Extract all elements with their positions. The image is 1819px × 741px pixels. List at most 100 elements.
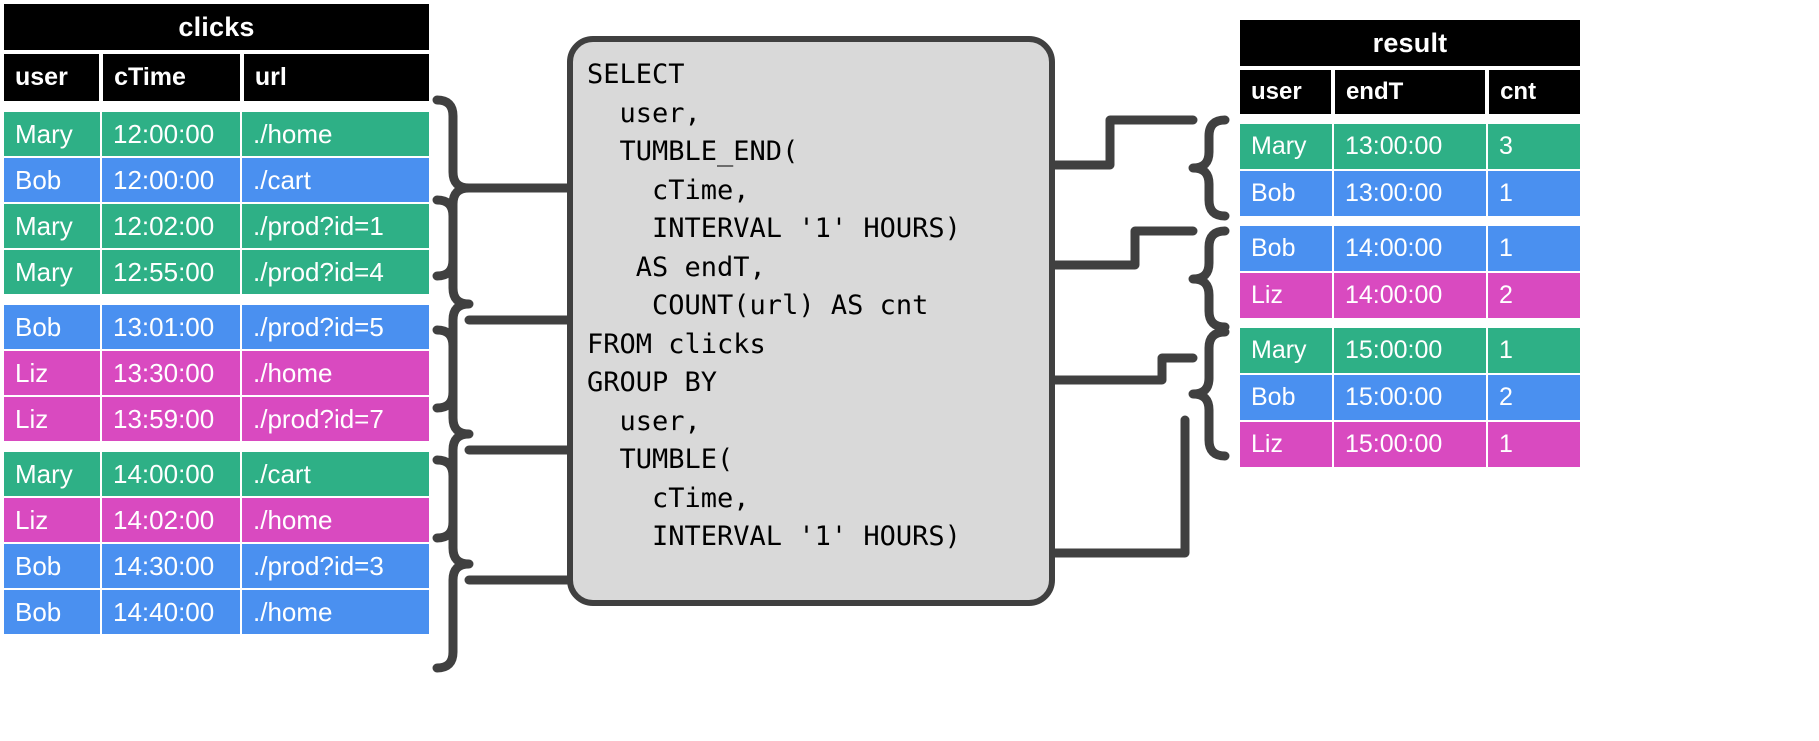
cell-cnt: 2 xyxy=(1488,273,1580,318)
result-header-cnt: cnt xyxy=(1489,70,1581,114)
cell-url: ./prod?id=5 xyxy=(242,305,429,349)
cell-endt: 13:00:00 xyxy=(1334,124,1486,169)
table-row: Liz 14:02:00 ./home xyxy=(4,498,429,542)
cell-ctime: 13:59:00 xyxy=(102,397,240,441)
result-table-title: result xyxy=(1240,20,1580,66)
cell-url: ./prod?id=7 xyxy=(242,397,429,441)
cell-url: ./home xyxy=(242,112,429,156)
table-row: Mary 13:00:00 3 xyxy=(1240,124,1580,169)
cell-ctime: 12:55:00 xyxy=(102,250,240,294)
table-row: Mary 12:02:00 ./prod?id=1 xyxy=(4,204,429,248)
clicks-table-title: clicks xyxy=(4,4,429,50)
cell-user: Liz xyxy=(1240,273,1332,318)
cell-user: Liz xyxy=(4,351,100,395)
clicks-header-row: user cTime url xyxy=(4,54,429,101)
result-table: result user endT cnt Mary 13:00:00 3 Bob… xyxy=(1240,20,1581,467)
cell-ctime: 12:02:00 xyxy=(102,204,240,248)
cell-cnt: 1 xyxy=(1488,171,1580,216)
cell-user: Liz xyxy=(1240,422,1332,467)
table-row: Liz 13:59:00 ./prod?id=7 xyxy=(4,397,429,441)
cell-user: Mary xyxy=(4,112,100,156)
result-header-row: user endT cnt xyxy=(1240,70,1581,114)
cell-cnt: 3 xyxy=(1488,124,1580,169)
table-row: Bob 14:00:00 1 xyxy=(1240,226,1580,271)
table-row: Liz 15:00:00 1 xyxy=(1240,422,1580,467)
cell-user: Bob xyxy=(1240,171,1332,216)
cell-user: Mary xyxy=(4,452,100,496)
result-header-endt: endT xyxy=(1334,70,1486,114)
cell-endt: 14:00:00 xyxy=(1334,273,1486,318)
cell-user: Liz xyxy=(4,498,100,542)
table-row: Mary 14:00:00 ./cart xyxy=(4,452,429,496)
wire-out-3 xyxy=(1050,353,1198,385)
cell-ctime: 14:02:00 xyxy=(102,498,240,542)
brace-in-4 xyxy=(432,455,474,673)
cell-cnt: 1 xyxy=(1488,328,1580,373)
cell-cnt: 2 xyxy=(1488,375,1580,420)
cell-user: Bob xyxy=(1240,375,1332,420)
clicks-window-group: Bob 13:01:00 ./prod?id=5 Liz 13:30:00 ./… xyxy=(4,305,429,441)
result-window-group: Mary 15:00:00 1 Bob 15:00:00 2 Liz 15:00… xyxy=(1240,328,1580,467)
cell-ctime: 13:30:00 xyxy=(102,351,240,395)
cell-ctime: 13:01:00 xyxy=(102,305,240,349)
cell-endt: 14:00:00 xyxy=(1334,226,1486,271)
cell-url: ./home xyxy=(242,498,429,542)
clicks-header-user: user xyxy=(4,54,100,101)
cell-url: ./prod?id=3 xyxy=(242,544,429,588)
cell-cnt: 1 xyxy=(1488,422,1580,467)
cell-ctime: 14:00:00 xyxy=(102,452,240,496)
table-row: Liz 13:30:00 ./home xyxy=(4,351,429,395)
result-window-group: Mary 13:00:00 3 Bob 13:00:00 1 xyxy=(1240,124,1580,216)
cell-user: Mary xyxy=(1240,328,1332,373)
sql-query-box: SELECT user, TUMBLE_END( cTime, INTERVAL… xyxy=(567,36,1055,606)
cell-user: Bob xyxy=(4,305,100,349)
cell-endt: 15:00:00 xyxy=(1334,422,1486,467)
cell-user: Bob xyxy=(4,544,100,588)
table-row: Bob 15:00:00 2 xyxy=(1240,375,1580,420)
table-row: Bob 12:00:00 ./cart xyxy=(4,158,429,202)
cell-ctime: 14:40:00 xyxy=(102,590,240,634)
table-row: Mary 12:00:00 ./home xyxy=(4,112,429,156)
cell-user: Bob xyxy=(1240,226,1332,271)
table-row: Bob 14:30:00 ./prod?id=3 xyxy=(4,544,429,588)
table-row: Liz 14:00:00 2 xyxy=(1240,273,1580,318)
cell-endt: 13:00:00 xyxy=(1334,171,1486,216)
cell-ctime: 14:30:00 xyxy=(102,544,240,588)
table-row: Bob 13:00:00 1 xyxy=(1240,171,1580,216)
result-header-user: user xyxy=(1240,70,1331,114)
result-window-group: Bob 14:00:00 1 Liz 14:00:00 2 xyxy=(1240,226,1580,318)
cell-ctime: 12:00:00 xyxy=(102,158,240,202)
cell-url: ./prod?id=4 xyxy=(242,250,429,294)
table-row: Bob 13:01:00 ./prod?id=5 xyxy=(4,305,429,349)
cell-user: Bob xyxy=(4,590,100,634)
wire-out-4 xyxy=(1050,415,1190,558)
cell-user: Mary xyxy=(1240,124,1332,169)
clicks-window-group: Mary 14:00:00 ./cart Liz 14:02:00 ./home… xyxy=(4,452,429,634)
cell-user: Mary xyxy=(4,250,100,294)
clicks-window-group: Mary 12:00:00 ./home Bob 12:00:00 ./cart… xyxy=(4,112,429,294)
brace-out-3 xyxy=(1188,327,1230,461)
cell-endt: 15:00:00 xyxy=(1334,328,1486,373)
cell-url: ./cart xyxy=(242,158,429,202)
clicks-table: clicks user cTime url Mary 12:00:00 ./ho… xyxy=(4,4,429,634)
cell-url: ./cart xyxy=(242,452,429,496)
sql-query-text: SELECT user, TUMBLE_END( cTime, INTERVAL… xyxy=(587,59,961,552)
brace-out-2 xyxy=(1188,226,1230,332)
cell-url: ./home xyxy=(242,351,429,395)
cell-user: Liz xyxy=(4,397,100,441)
brace-out-1 xyxy=(1188,115,1230,221)
clicks-header-url: url xyxy=(243,54,429,101)
cell-user: Mary xyxy=(4,204,100,248)
cell-url: ./prod?id=1 xyxy=(242,204,429,248)
cell-ctime: 12:00:00 xyxy=(102,112,240,156)
cell-cnt: 1 xyxy=(1488,226,1580,271)
cell-endt: 15:00:00 xyxy=(1334,375,1486,420)
cell-url: ./home xyxy=(242,590,429,634)
table-row: Bob 14:40:00 ./home xyxy=(4,590,429,634)
clicks-header-ctime: cTime xyxy=(103,54,240,101)
table-row: Mary 12:55:00 ./prod?id=4 xyxy=(4,250,429,294)
cell-user: Bob xyxy=(4,158,100,202)
wire-out-2 xyxy=(1050,226,1198,270)
wire-out-1 xyxy=(1050,115,1198,170)
